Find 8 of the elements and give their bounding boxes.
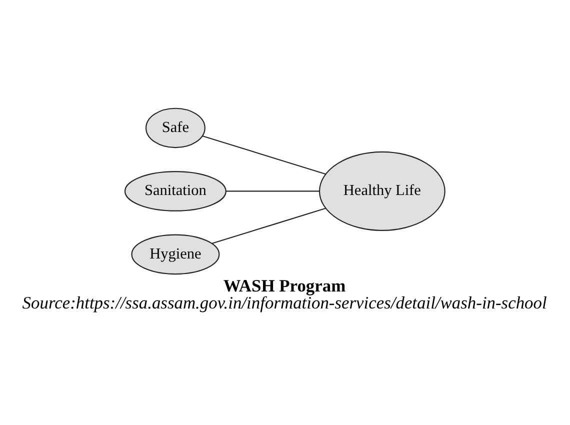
node-ellipse: Sanitation: [124, 170, 226, 211]
connector: [202, 134, 326, 174]
node-ellipse: Healthy Life: [318, 150, 446, 230]
diagram-title: WASH Program: [223, 274, 346, 295]
node-ellipse: Hygiene: [131, 234, 220, 274]
node-ellipse: Safe: [145, 107, 206, 148]
connector: [226, 190, 320, 192]
connector: [212, 207, 326, 244]
